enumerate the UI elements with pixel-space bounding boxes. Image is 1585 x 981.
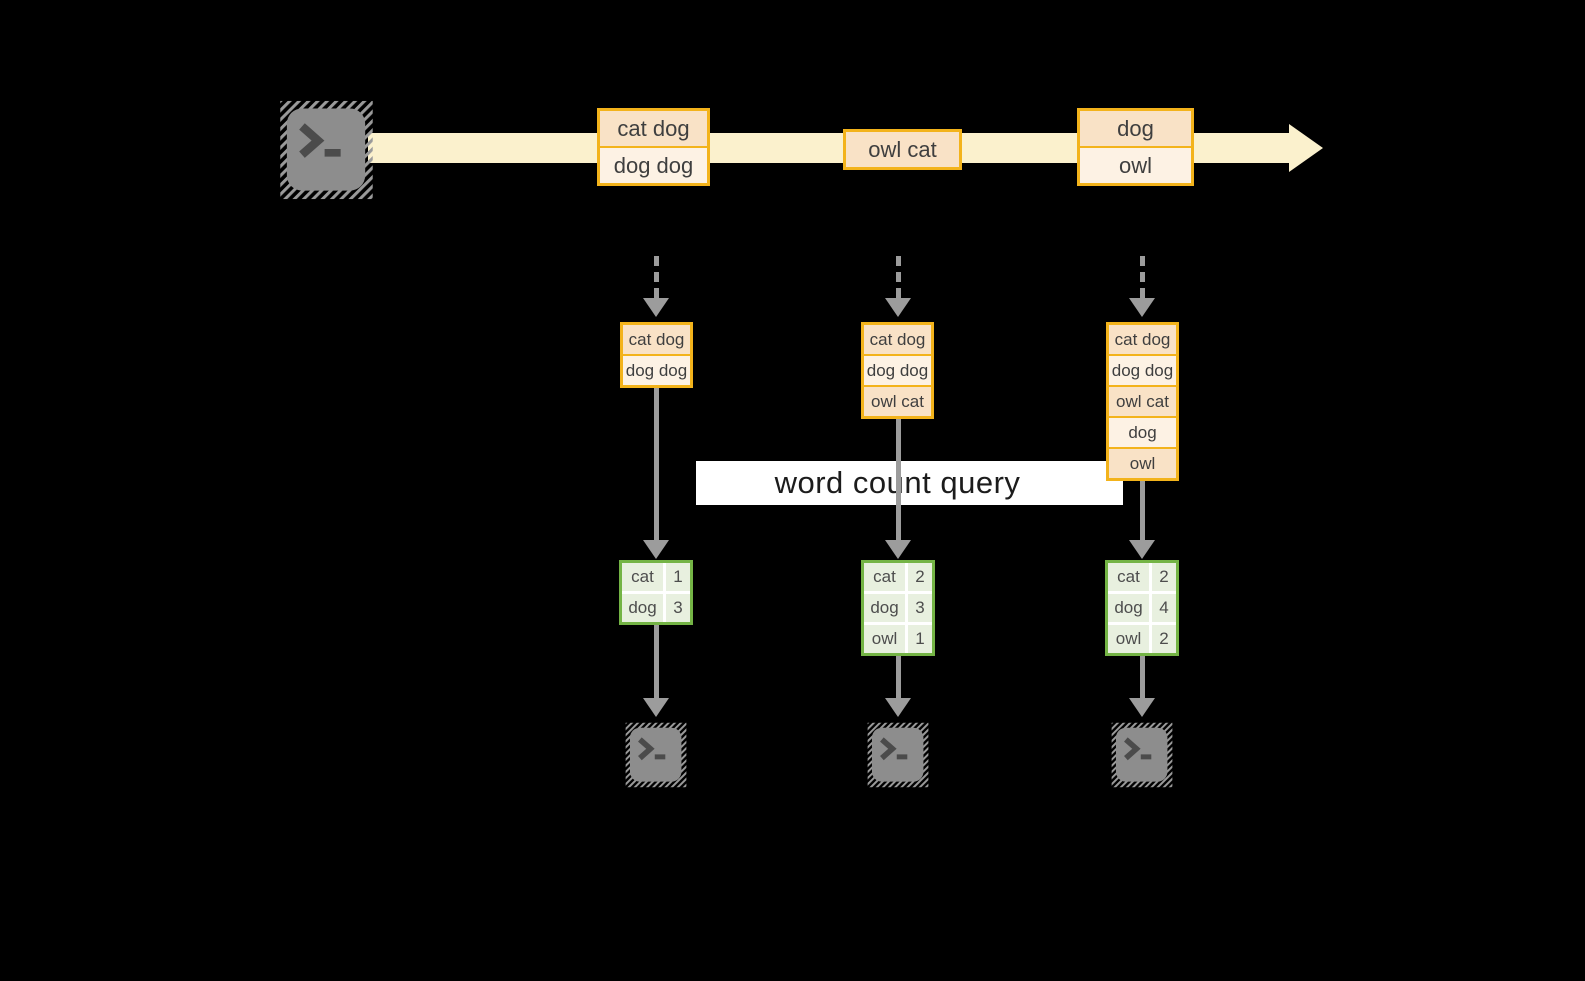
buffer-row: owl cat: [1109, 385, 1176, 416]
buffer-row: cat dog: [623, 325, 690, 354]
word-cell: owl: [1108, 625, 1149, 653]
buffer-box: cat dog dog dog owl cat dog owl: [1106, 322, 1179, 481]
word-cell: dog: [864, 594, 905, 622]
buffer-row: cat dog: [864, 325, 931, 354]
stream-message: cat dog dog dog: [597, 108, 710, 186]
output-terminal-icon: [1111, 722, 1173, 788]
word-cell: owl: [864, 625, 905, 653]
output-arrowhead-icon: [643, 698, 669, 717]
output-arrow: [896, 656, 901, 698]
process-arrow: [896, 419, 901, 540]
process-arrowhead-icon: [1129, 540, 1155, 559]
stream-message: owl cat: [843, 129, 962, 170]
count-table: cat 2 dog 4 owl 2: [1105, 560, 1179, 656]
count-cell: 2: [1152, 625, 1176, 653]
word-cell: dog: [1108, 594, 1149, 622]
buffer-row: owl cat: [864, 385, 931, 416]
output-arrow: [1140, 656, 1145, 698]
count-cell: 3: [666, 594, 690, 622]
output-arrow: [654, 625, 659, 698]
stream-message-line: owl: [1080, 146, 1191, 183]
buffer-row: dog dog: [864, 354, 931, 385]
word-cell: cat: [1108, 563, 1149, 591]
count-table: cat 1 dog 3: [619, 560, 693, 625]
output-terminal-icon: [867, 722, 929, 788]
buffer-row: cat dog: [1109, 325, 1176, 354]
query-label: word count query: [696, 461, 1123, 505]
buffer-row: owl: [1109, 447, 1176, 478]
ingest-arrow: [1140, 256, 1145, 298]
source-terminal-icon: [278, 100, 375, 200]
count-cell: 1: [666, 563, 690, 591]
word-cell: dog: [622, 594, 663, 622]
count-table: cat 2 dog 3 owl 1: [861, 560, 935, 656]
process-arrow: [654, 388, 659, 540]
word-cell: cat: [864, 563, 905, 591]
ingest-arrowhead-icon: [1129, 298, 1155, 317]
output-arrowhead-icon: [1129, 698, 1155, 717]
ingest-arrowhead-icon: [885, 298, 911, 317]
count-cell: 1: [908, 625, 932, 653]
stream-message-line: dog dog: [600, 146, 707, 183]
ingest-arrowhead-icon: [643, 298, 669, 317]
ingest-arrow: [896, 256, 901, 298]
buffer-row: dog: [1109, 416, 1176, 447]
count-cell: 2: [1152, 563, 1176, 591]
stream-arrowhead-icon: [1289, 124, 1323, 172]
word-cell: cat: [622, 563, 663, 591]
output-arrowhead-icon: [885, 698, 911, 717]
buffer-box: cat dog dog dog owl cat: [861, 322, 934, 419]
buffer-row: dog dog: [1109, 354, 1176, 385]
stream-message-line: dog: [1080, 111, 1191, 146]
count-cell: 4: [1152, 594, 1176, 622]
ingest-arrow: [654, 256, 659, 298]
process-arrowhead-icon: [885, 540, 911, 559]
count-cell: 2: [908, 563, 932, 591]
process-arrowhead-icon: [643, 540, 669, 559]
stream-message: dog owl: [1077, 108, 1194, 186]
count-cell: 3: [908, 594, 932, 622]
stream-message-line: cat dog: [600, 111, 707, 146]
stream-message-line: owl cat: [846, 132, 959, 167]
process-arrow: [1140, 481, 1145, 540]
buffer-box: cat dog dog dog: [620, 322, 693, 388]
buffer-row: dog dog: [623, 354, 690, 385]
output-terminal-icon: [625, 722, 687, 788]
